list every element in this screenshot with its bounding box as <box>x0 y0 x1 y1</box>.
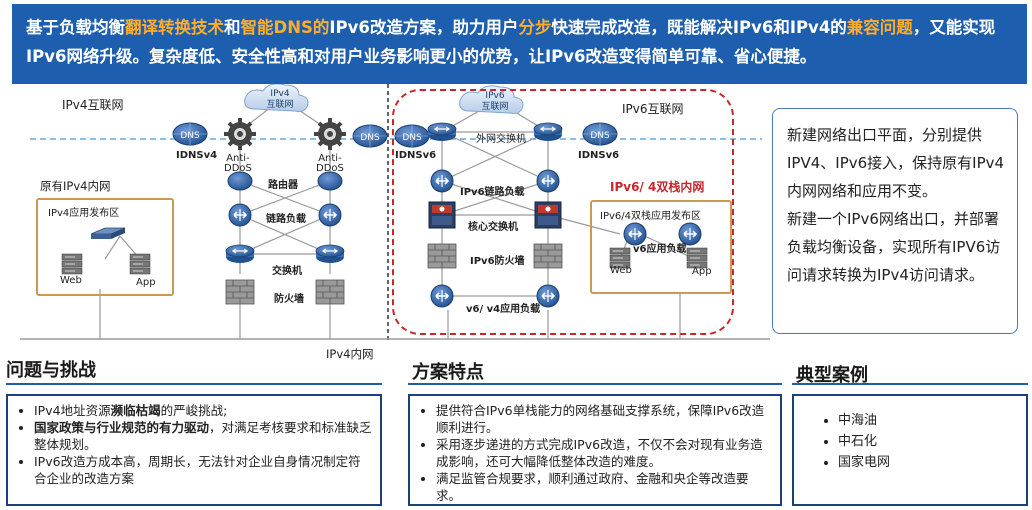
router-icon-right <box>317 171 343 191</box>
web-label-v6: Web <box>610 265 632 276</box>
ext-switch-label: 外网交换机 <box>476 134 526 145</box>
feature-item-1: 提供符合IPv6单栈能力的网络基础支撑系统，保障IPv6改造顺利进行。 <box>436 402 770 436</box>
svg-text:DNS: DNS <box>180 131 200 141</box>
dns-icon-v4-right: DNS <box>352 124 388 148</box>
ipv6-link-lb-label: IPv6链路负载 <box>460 187 525 198</box>
dns-icon-v6-right: DNS <box>582 122 618 146</box>
v6v4-app-lb-label: v6/ v4应用负载 <box>466 304 541 315</box>
ipv4-app-zone-label: IPv4应用发布区 <box>48 208 120 219</box>
features-underline <box>408 383 782 385</box>
orig-intranet-label: 原有IPv4内网 <box>40 179 111 193</box>
banner-text-5: ，又能实现IPv6网络升级。复杂度低、安全性高和对用户业务影响更小的优势，让IP… <box>26 18 996 66</box>
banner-highlight-translation: 翻译转换技术 <box>125 18 224 37</box>
banner-highlight-compat: 兼容问题 <box>846 18 913 37</box>
app-label-v6: App <box>692 266 712 277</box>
switch-icon-left <box>225 244 255 264</box>
note-text-2: 新建一个IPv6网络出口，并部署负载均衡设备，实现所有IPV6访问请求转换为IP… <box>787 210 1001 284</box>
features-box: 提供符合IPv6单栈能力的网络基础支撑系统，保障IPv6改造顺利进行。 采用逐步… <box>408 394 782 506</box>
anti-ddos-label-left: Anti-DDoS <box>224 153 252 174</box>
v6-app-lb-label: v6应用负载 <box>633 244 687 255</box>
dual-app-zone-label: IPv6/4双栈应用发布区 <box>600 211 701 222</box>
core-switch-label: 核心交换机 <box>468 222 518 233</box>
network-diagram: IPv4 互联网 IPv6 互联网 DNS DNS DNS DNS <box>20 84 770 342</box>
banner-text-1: 基于负载均衡 <box>26 18 125 37</box>
svg-text:DNS: DNS <box>402 133 422 143</box>
note-text-1: 新建网络出口平面，分别提供IPV4、IPv6接入，保持原有IPv4内网网络和应用… <box>787 126 1005 200</box>
router-label: 路由器 <box>268 180 298 191</box>
ipv4-cloud: IPv4 互联网 <box>244 84 309 112</box>
svg-text:DNS: DNS <box>590 131 610 141</box>
case-item-1: 中海油 <box>838 410 1026 431</box>
app-label-v4: App <box>136 277 156 288</box>
cases-title: 典型案例 <box>796 365 868 386</box>
dns-icon-idnsv4: DNS <box>172 122 208 146</box>
idnsv6-label: IDNSv6 <box>395 150 437 161</box>
dual-stack-label: IPv6/ 4双栈内网 <box>610 180 705 194</box>
feature-item-3: 满足监管合规要求，顺利通过政府、金融和央企等改造要求。 <box>436 470 770 504</box>
cases-box: 中海油 中石化 国家电网 <box>792 394 1028 506</box>
problem-item-1: IPv4地址资源濒临枯竭的严峻挑战; <box>34 402 372 419</box>
ipv4-app-zone <box>36 198 174 296</box>
web-label-v4: Web <box>60 275 82 286</box>
ipv4-intranet-label: IPv4内网 <box>326 347 374 361</box>
header-banner: 基于负载均衡翻译转换技术和智能DNS的IPv6改造方案，助力用户分步快速完成改造… <box>12 4 1027 84</box>
router-icon-left <box>227 171 253 191</box>
switch-label: 交换机 <box>272 266 302 277</box>
firewall-label: 防火墙 <box>274 294 304 305</box>
switch-icon-right <box>315 244 345 264</box>
banner-text-2: 和 <box>224 18 241 37</box>
dual-stack-app-zone <box>590 200 732 294</box>
ipv6-zone-outline <box>392 89 734 335</box>
feature-item-2: 采用逐步递进的方式完成IPv6改造，不仅不会对现有业务造成影响，还可大幅降低整体… <box>436 436 770 470</box>
problems-underline <box>6 383 382 385</box>
features-title: 方案特点 <box>412 362 484 383</box>
anti-ddos-label-right: Anti-DDoS <box>316 153 344 174</box>
idnsv4-label: IDNSv4 <box>176 150 218 161</box>
ipv4-internet-label: IPv4互联网 <box>62 98 124 112</box>
solution-note: 新建网络出口平面，分别提供IPV4、IPv6接入，保持原有IPv4内网网络和应用… <box>772 108 1018 334</box>
banner-text-4: 快速完成改造，既能解决IPv6和IPv4的 <box>551 18 847 37</box>
firewall-icon-right <box>315 279 345 305</box>
link-lb-icon-right <box>318 203 342 227</box>
ipv6-cloud: IPv6 互联网 <box>459 85 524 114</box>
idnsv6-label-right: IDNSv6 <box>578 150 620 161</box>
problems-title: 问题与挑战 <box>6 360 96 381</box>
firewall-icon-left <box>225 279 255 305</box>
banner-highlight-steps: 分步 <box>518 18 552 37</box>
link-lb-icon-left <box>228 203 252 227</box>
problem-item-2: 国家政策与行业规范的有力驱动，对满足考核要求和标准缺乏整体规划。 <box>34 419 372 453</box>
case-item-3: 国家电网 <box>838 452 1026 473</box>
dns-icon-idnsv6: DNS <box>394 124 430 148</box>
case-item-2: 中石化 <box>838 431 1026 452</box>
cases-underline <box>792 383 1028 385</box>
svg-text:互联网: 互联网 <box>481 101 508 112</box>
svg-text:互联网: 互联网 <box>266 99 293 110</box>
banner-highlight-dns: 智能DNS的 <box>240 18 330 37</box>
ipv4-zone-switch-icon <box>90 227 126 239</box>
ipv6-internet-label: IPv6互联网 <box>622 102 684 116</box>
link-lb-label: 链路负载 <box>266 214 306 225</box>
banner-text-3: IPv6改造方案，助力用户 <box>329 18 519 37</box>
diagram-stage: IPv4 互联网 IPv6 互联网 DNS DNS DNS DNS <box>0 84 1032 510</box>
svg-text:DNS: DNS <box>360 133 380 143</box>
problems-box: IPv4地址资源濒临枯竭的严峻挑战; 国家政策与行业规范的有力驱动，对满足考核要… <box>6 394 382 506</box>
svg-text:IPv6: IPv6 <box>485 91 504 101</box>
ipv6-firewall-label: IPv6防火墙 <box>470 256 525 267</box>
svg-text:IPv4: IPv4 <box>270 89 289 99</box>
problem-item-3: IPv6改造方成本高，周期长，无法针对企业自身情况制定符合企业的改造方案 <box>34 453 372 487</box>
